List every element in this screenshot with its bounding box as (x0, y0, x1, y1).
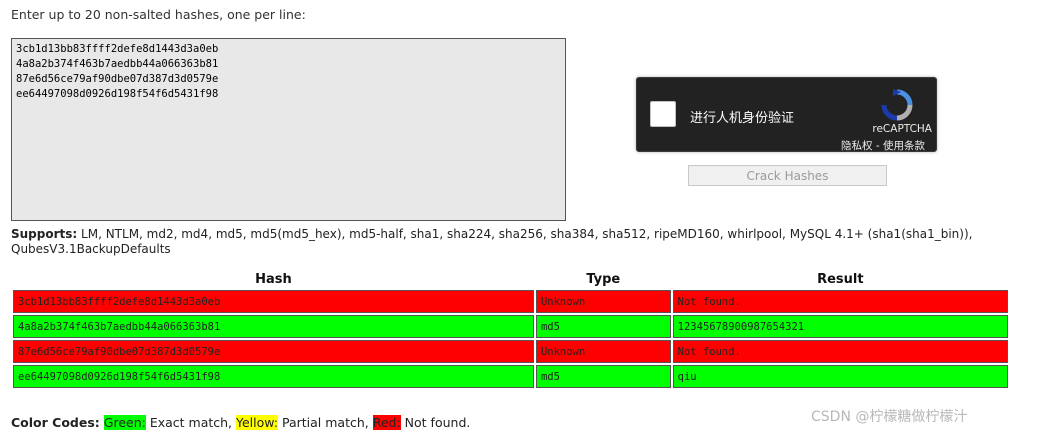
hash-input-line: ee64497098d0926d198f54f6d5431f98 (16, 88, 219, 100)
table-row: 3cb1d13bb83ffff2defe8d1443d3a0eb Unknown… (13, 290, 1008, 313)
hash-input-line: 4a8a2b374f463b7aedbb44a066363b81 (16, 58, 219, 70)
color-codes-legend: Color Codes: Green: Exact match, Yellow:… (11, 415, 470, 430)
crack-hashes-button[interactable]: Crack Hashes (688, 165, 887, 186)
recaptcha-logo-icon (881, 89, 913, 121)
recaptcha-checkbox[interactable] (650, 101, 676, 127)
results-table: Hash Type Result 3cb1d13bb83ffff2defe8d1… (11, 269, 1010, 390)
hash-cell: 87e6d56ce79af90dbe07d387d3d0579e (13, 340, 534, 363)
green-desc: Exact match, (145, 415, 236, 430)
recaptcha-widget: 进行人机身份验证 reCAPTCHA 隐私权 - 使用条款 (636, 77, 937, 152)
link-separator: - (872, 140, 883, 152)
red-desc: Not found. (400, 415, 471, 430)
supports-label: Supports: (11, 227, 78, 241)
type-cell: md5 (535, 315, 671, 338)
table-row: ee64497098d0926d198f54f6d5431f98 md5 qiu (13, 365, 1008, 388)
hash-input-textarea[interactable]: 3cb1d13bb83ffff2defe8d1443d3a0eb 4a8a2b37… (11, 38, 566, 221)
watermark: CSDN @柠檬糖做柠檬汁 (811, 409, 968, 425)
red-chip: Red: (372, 415, 401, 430)
table-row: 87e6d56ce79af90dbe07d387d3d0579e Unknown… (13, 340, 1008, 363)
result-cell: Not found. (672, 290, 1008, 313)
supports-list: LM, NTLM, md2, md4, md5, md5(md5_hex), m… (11, 227, 973, 256)
instructions-text: Enter up to 20 non-salted hashes, one pe… (11, 7, 306, 22)
green-chip: Green: (103, 415, 146, 430)
yellow-chip: Yellow: (236, 415, 279, 430)
type-cell: md5 (535, 365, 671, 388)
yellow-desc: Partial match, (278, 415, 373, 430)
hash-cell: ee64497098d0926d198f54f6d5431f98 (13, 365, 534, 388)
supported-algorithms: Supports: LM, NTLM, md2, md4, md5, md5(m… (11, 227, 1021, 257)
recaptcha-brand: reCAPTCHA (872, 123, 932, 135)
type-cell: Unknown (535, 290, 671, 313)
header-type: Type (586, 272, 621, 287)
table-row: 4a8a2b374f463b7aedbb44a066363b81 md5 123… (13, 315, 1008, 338)
recaptcha-label: 进行人机身份验证 (690, 111, 795, 126)
results-header-row: Hash Type Result (13, 271, 1008, 288)
color-codes-label: Color Codes: (11, 415, 100, 430)
hash-input-line: 87e6d56ce79af90dbe07d387d3d0579e (16, 73, 219, 85)
hash-cell: 4a8a2b374f463b7aedbb44a066363b81 (13, 315, 534, 338)
terms-link[interactable]: 使用条款 (883, 140, 925, 152)
result-cell: qiu (672, 365, 1008, 388)
header-result: Result (817, 272, 864, 287)
hash-input-line: 3cb1d13bb83ffff2defe8d1443d3a0eb (16, 43, 219, 55)
result-cell: Not found. (672, 340, 1008, 363)
hash-cell: 3cb1d13bb83ffff2defe8d1443d3a0eb (13, 290, 534, 313)
recaptcha-links: 隐私权 - 使用条款 (841, 138, 925, 153)
type-cell: Unknown (535, 340, 671, 363)
result-cell: 12345678900987654321 (672, 315, 1008, 338)
privacy-link[interactable]: 隐私权 (841, 140, 873, 152)
header-hash: Hash (255, 272, 292, 287)
